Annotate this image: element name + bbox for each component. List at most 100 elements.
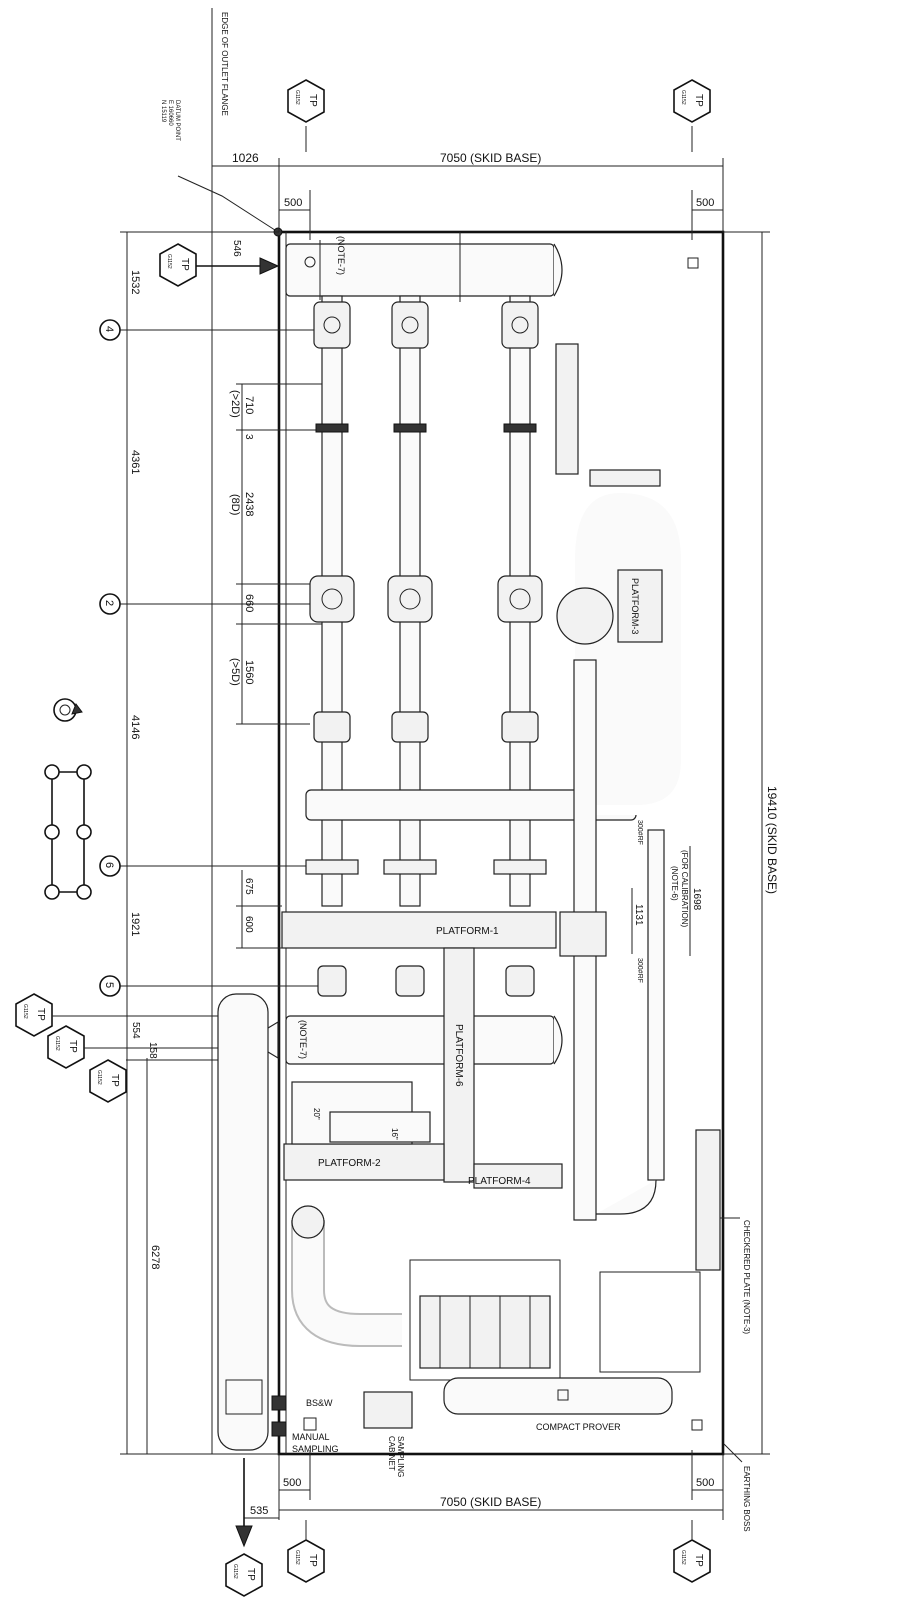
dim-710-note: (>2D) <box>229 390 241 418</box>
svg-text:(NOTE-7): (NOTE-7) <box>336 236 346 275</box>
svg-text:CHECKERED PLATE (NOTE-3): CHECKERED PLATE (NOTE-3) <box>742 1220 751 1334</box>
dim-500-tr: 500 <box>696 197 714 209</box>
svg-text:SAMPLING: SAMPLING <box>396 1436 405 1477</box>
datum-line3: N 15119 <box>160 100 166 123</box>
sampling-cabinet: SAMPLING CABINET <box>363 1391 413 1477</box>
dim-2438: 2438 <box>243 492 255 516</box>
dim-1698-note: (FOR CALIBRATION) <box>680 850 689 928</box>
inlet-header: (NOTE-7) <box>285 232 563 302</box>
dim-1698-note-2: (NOTE-6) <box>670 866 679 901</box>
rating-300rf-a: 300#RF <box>636 820 643 845</box>
earthing-boss: EARTHING BOSS <box>691 1419 751 1532</box>
dim-4361: 4361 <box>129 450 141 474</box>
svg-text:20": 20" <box>312 1108 321 1120</box>
svg-text:TP: TP <box>109 1074 120 1087</box>
meter-run-3 <box>493 295 547 997</box>
svg-text:G1152: G1152 <box>294 1550 300 1565</box>
svg-text:EARTHING BOSS: EARTHING BOSS <box>742 1466 751 1532</box>
prover-loop-piping: PLATFORM-3 <box>555 343 691 1221</box>
svg-text:PLATFORM-2: PLATFORM-2 <box>318 1158 381 1169</box>
dim-600: 600 <box>243 916 254 933</box>
tp-marker-bottom-left: TP G1152 <box>287 1520 325 1583</box>
svg-text:PLATFORM-4: PLATFORM-4 <box>468 1176 531 1187</box>
svg-text:TP: TP <box>307 94 318 107</box>
svg-text:PLATFORM-3: PLATFORM-3 <box>630 578 640 634</box>
dim-500-bl: 500 <box>283 1477 301 1489</box>
tp-marker-top-right: TP G1152 <box>673 79 711 152</box>
callout-6: 6 <box>99 855 121 877</box>
callout-4: 4 <box>99 319 121 341</box>
corner-instrument <box>687 257 699 269</box>
outlet-header: (NOTE-7) <box>246 1015 563 1065</box>
svg-text:4: 4 <box>103 326 115 332</box>
tp-marker-bottom-right: TP G1152 <box>673 1520 711 1583</box>
svg-text:PLATFORM-1: PLATFORM-1 <box>436 926 499 937</box>
rating-300rf-b: 300#RF <box>636 958 643 983</box>
svg-text:TP: TP <box>245 1568 256 1581</box>
svg-text:COMPACT PROVER: COMPACT PROVER <box>536 1422 621 1432</box>
checkered-plate: CHECKERED PLATE (NOTE-3) <box>695 1129 751 1334</box>
tp-marker-top-left: TP G1152 <box>287 79 325 152</box>
manual-label: MANUAL <box>292 1432 330 1442</box>
dim-500-br: 500 <box>696 1477 714 1489</box>
svg-text:TP: TP <box>179 258 190 271</box>
tp-marker-inlet: TP G1152 <box>159 243 280 287</box>
dim-660: 660 <box>243 594 255 612</box>
skid-base-outline <box>277 230 725 1456</box>
dim-500-tl: 500 <box>284 197 302 209</box>
svg-text:G1152: G1152 <box>54 1036 60 1051</box>
dim-1560-note: (>5D) <box>229 658 241 686</box>
datum-leader <box>177 175 279 233</box>
svg-text:G1152: G1152 <box>22 1004 28 1019</box>
outlet-vessel <box>217 993 269 1451</box>
outlet-elbow-piping <box>291 1205 402 1347</box>
manual-sampling-valve <box>271 1421 287 1437</box>
control-panel <box>599 1271 701 1373</box>
svg-text:PLATFORM-6: PLATFORM-6 <box>453 1024 464 1087</box>
ladder-legend-icon <box>44 764 92 900</box>
dim-1131: 1131 <box>633 904 644 926</box>
svg-text:6: 6 <box>103 862 115 868</box>
dim-1560: 1560 <box>243 660 255 684</box>
rotation-symbol-icon <box>53 698 83 722</box>
dim-675: 675 <box>243 878 254 895</box>
dim-554: 554 <box>130 1022 141 1039</box>
platform-1: PLATFORM-1 <box>281 911 557 949</box>
svg-text:(NOTE-7): (NOTE-7) <box>298 1020 308 1059</box>
svg-text:G1152: G1152 <box>680 90 686 105</box>
pipe-20-16-section: 20" 16" <box>291 1081 431 1145</box>
svg-text:CABINET: CABINET <box>387 1436 396 1471</box>
meter-run-1 <box>305 295 359 997</box>
dim-710: 710 <box>243 396 255 414</box>
svg-text:TP: TP <box>693 94 704 107</box>
svg-text:G1152: G1152 <box>680 1550 686 1565</box>
platform-4: PLATFORM-4 <box>468 1163 563 1189</box>
bsw-probe <box>271 1395 287 1411</box>
svg-text:G1152: G1152 <box>232 1564 238 1579</box>
bsw-label: BS&W <box>306 1398 333 1408</box>
meter-run-2 <box>383 295 437 997</box>
platform-2: PLATFORM-2 <box>283 1143 445 1181</box>
svg-text:16": 16" <box>390 1128 399 1140</box>
platform-6: PLATFORM-6 <box>443 947 475 1183</box>
dim-skid-bottom: 7050 (SKID BASE) <box>440 1495 541 1509</box>
compact-prover: COMPACT PROVER <box>409 1259 673 1432</box>
svg-text:TP: TP <box>693 1554 704 1567</box>
dim-2438-note: (8D) <box>229 494 241 515</box>
dim-1698: 1698 <box>691 888 702 911</box>
svg-text:5: 5 <box>103 982 115 988</box>
dim-1026: 1026 <box>232 151 259 165</box>
dim-6278: 6278 <box>149 1245 161 1269</box>
svg-text:G1152: G1152 <box>96 1070 102 1085</box>
svg-text:G1152: G1152 <box>166 254 172 269</box>
dim-1532: 1532 <box>129 270 141 294</box>
dim-skid-right: 19410 (SKID BASE) <box>765 786 779 894</box>
dim-skid-top: 7050 (SKID BASE) <box>440 151 541 165</box>
dim-546: 546 <box>231 240 242 257</box>
sampling-label: SAMPLING <box>292 1444 339 1454</box>
datum-line1: DATUM POINT <box>174 100 180 141</box>
edge-of-outlet-flange-label: EDGE OF OUTLET FLANGE <box>220 12 229 116</box>
dim-535: 535 <box>250 1505 268 1517</box>
dim-158: 158 <box>147 1042 158 1059</box>
